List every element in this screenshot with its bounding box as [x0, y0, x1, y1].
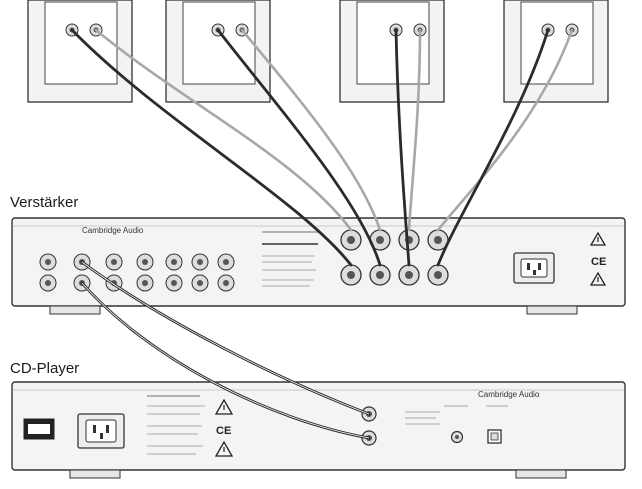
cd-brand-logo: Cambridge Audio	[478, 390, 540, 399]
optical-port-icon	[487, 429, 502, 444]
speaker-3	[339, 0, 445, 103]
power-socket-icon	[77, 413, 125, 449]
cd-spec-text	[147, 395, 205, 455]
warning-triangle-icon	[589, 271, 607, 286]
usb-port-icon	[23, 418, 55, 440]
interconnect-cables-outline	[81, 261, 370, 439]
amplifier-label: Verstärker	[10, 194, 79, 211]
power-socket-icon	[513, 252, 555, 284]
rca-jack-icon	[450, 430, 464, 444]
speaker-2	[165, 0, 271, 103]
amp-input-jacks	[39, 253, 235, 292]
speaker-4	[503, 0, 609, 103]
speaker-1	[27, 0, 133, 103]
ce-mark: CE	[216, 425, 231, 437]
warning-triangle-icon	[589, 231, 607, 246]
speaker-cables-light	[94, 28, 574, 232]
cd-player-label: CD-Player	[10, 360, 80, 377]
warning-triangle-icon	[214, 398, 234, 415]
cd-player-panel: CE Cambridge Audio	[11, 381, 626, 479]
ce-mark: CE	[591, 256, 606, 268]
amp-spec-text	[262, 231, 320, 287]
cd-misc-text	[405, 405, 508, 425]
amp-brand-logo: Cambridge Audio	[82, 226, 144, 235]
speaker-cables-dark	[70, 28, 550, 267]
warning-triangle-icon	[214, 440, 234, 457]
